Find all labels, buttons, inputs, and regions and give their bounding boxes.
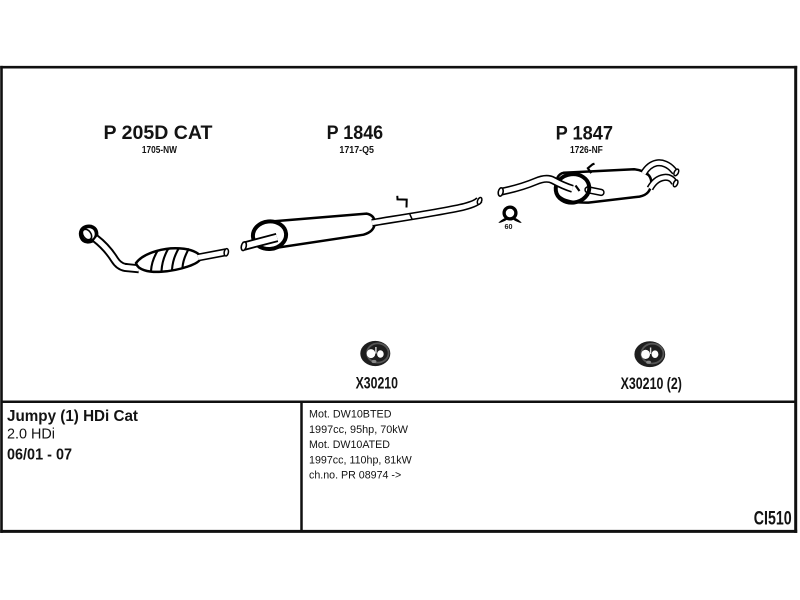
svg-text:X30210 (2): X30210 (2) <box>621 374 682 393</box>
svg-text:ch.no. PR 08974 ->: ch.no. PR 08974 -> <box>309 469 401 481</box>
svg-text:X30210: X30210 <box>356 374 398 393</box>
svg-text:2.0 HDi: 2.0 HDi <box>7 427 55 443</box>
svg-text:06/01 - 07: 06/01 - 07 <box>7 446 72 463</box>
svg-text:Mot. DW10ATED: Mot. DW10ATED <box>309 439 390 451</box>
svg-text:Jumpy (1) HDi Cat: Jumpy (1) HDi Cat <box>7 408 139 425</box>
svg-text:1997cc, 95hp, 70kW: 1997cc, 95hp, 70kW <box>309 424 409 436</box>
svg-text:P 1846: P 1846 <box>327 123 384 144</box>
svg-text:1726-NF: 1726-NF <box>570 144 603 156</box>
svg-text:Mot. DW10BTED: Mot. DW10BTED <box>309 409 392 421</box>
svg-text:1997cc, 110hp, 81kW: 1997cc, 110hp, 81kW <box>309 454 412 466</box>
svg-text:P 1847: P 1847 <box>556 124 613 145</box>
svg-text:60: 60 <box>505 222 513 231</box>
svg-text:1705-NW: 1705-NW <box>142 144 177 156</box>
svg-text:P 205D CAT: P 205D CAT <box>104 123 213 144</box>
svg-text:1717-Q5: 1717-Q5 <box>339 144 374 156</box>
svg-text:CI510: CI510 <box>754 507 792 529</box>
